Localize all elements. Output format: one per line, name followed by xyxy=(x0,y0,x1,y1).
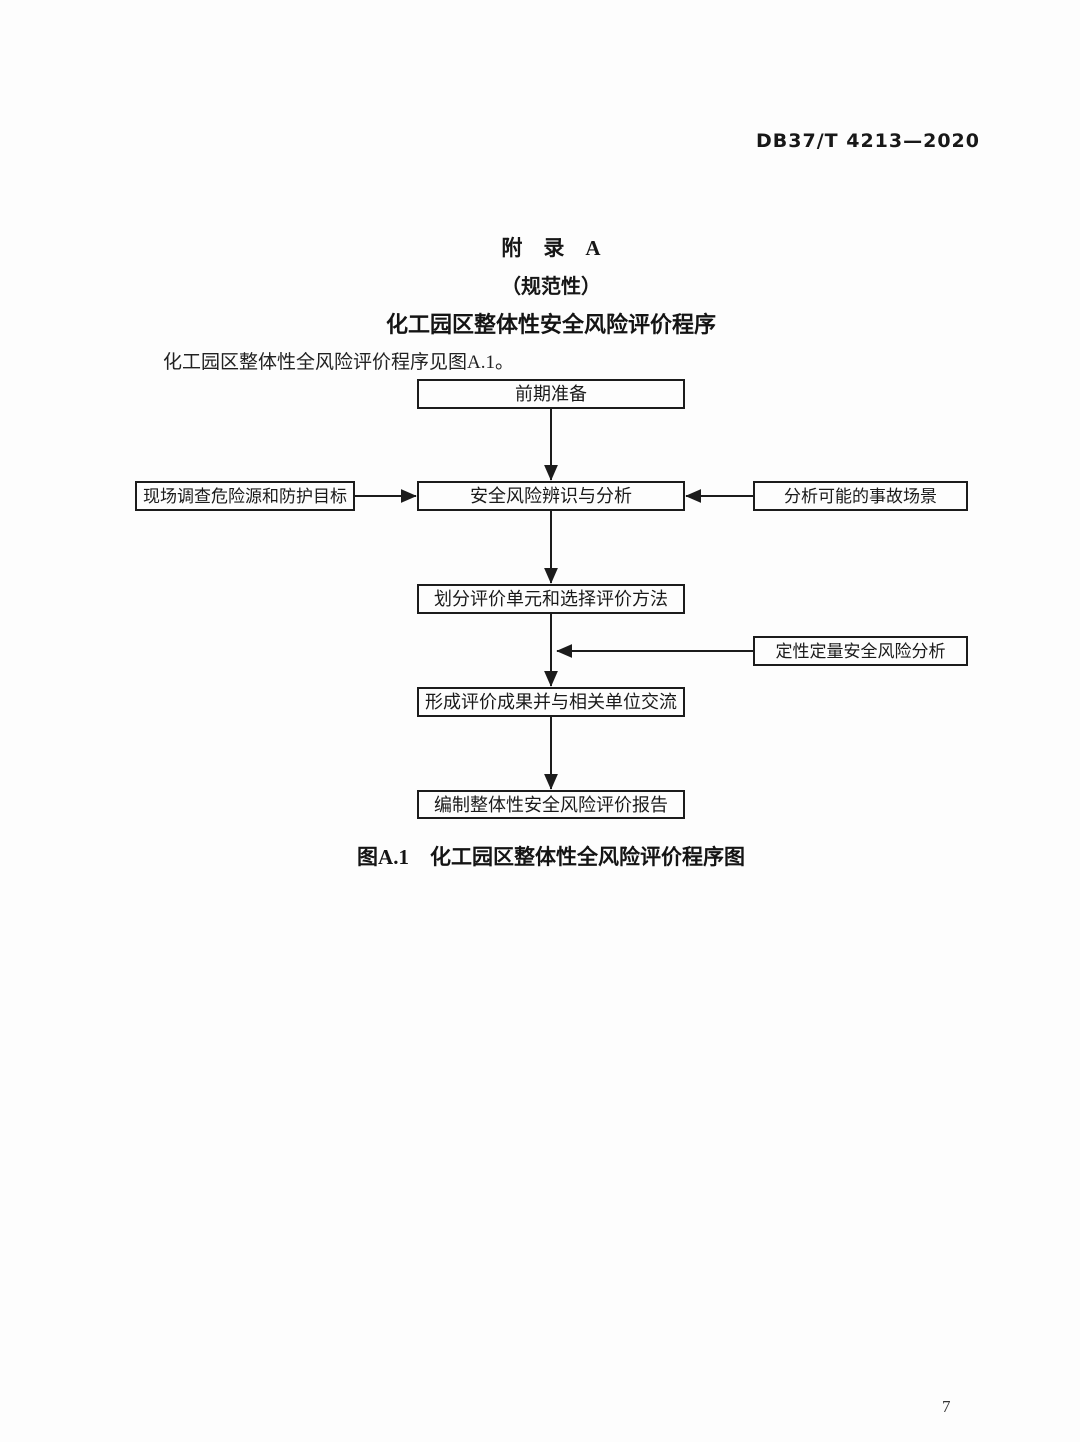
node-unit-division: 划分评价单元和选择评价方法 xyxy=(417,584,685,614)
appendix-subject-title: 化工园区整体性安全风险评价程序 xyxy=(385,312,716,337)
figure-caption: 图A.1 化工园区整体性全风险评价程序图 xyxy=(357,845,745,869)
appendix-title-block: 附 录 A （规范性） 化工园区整体性安全风险评价程序 xyxy=(22,232,1080,339)
node-accident-scenarios: 分析可能的事故场景 xyxy=(753,481,968,511)
node-qual-quant-analysis: 定性定量安全风险分析 xyxy=(753,636,968,666)
node-results-exchange: 形成评价成果并与相关单位交流 xyxy=(417,687,685,717)
node-report-compilation: 编制整体性安全风险评价报告 xyxy=(417,790,685,819)
node-risk-identification: 安全风险辨识与分析 xyxy=(417,481,685,511)
normative-label: （规范性） xyxy=(501,276,601,298)
page-number: 7 xyxy=(942,1397,951,1416)
node-site-survey: 现场调查危险源和防护目标 xyxy=(135,481,355,511)
standard-code-header: DB37/T 4213—2020 xyxy=(756,130,980,152)
intro-paragraph: 化工园区整体性全风险评价程序见图A.1。 xyxy=(163,352,514,373)
node-preparation: 前期准备 xyxy=(417,379,685,409)
appendix-title: 附 录 A xyxy=(501,236,601,260)
